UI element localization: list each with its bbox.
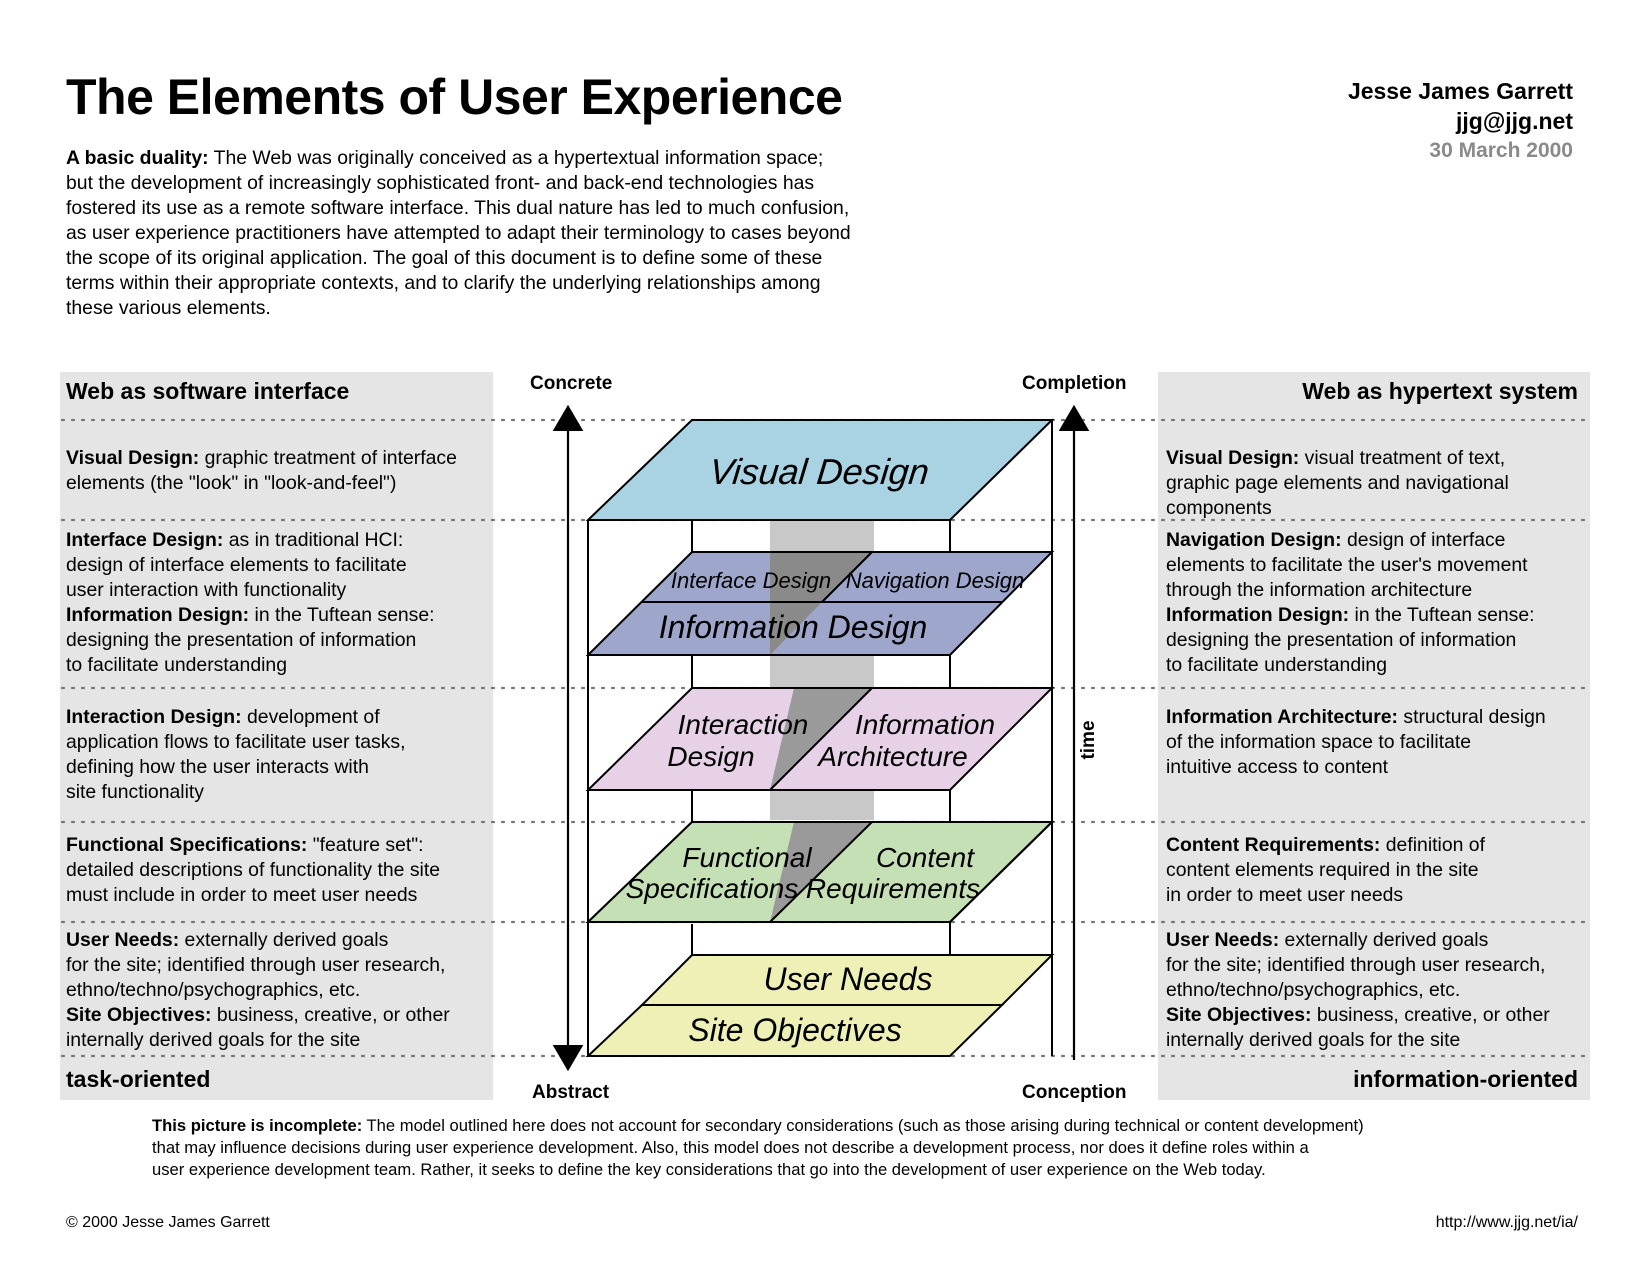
left-block-0: Visual Design: graphic treatment of inte… [66,446,486,496]
right-panel [1158,372,1590,1100]
right-definition: Site Objectives: business, creative, or … [1166,1003,1586,1053]
concrete-label: Concrete [530,373,613,394]
right-block-3: Content Requirements: definition of cont… [1166,833,1586,908]
author-email: jjg@jjg.net [1456,108,1573,134]
label-interface-design: Interface Design [671,568,831,593]
author-name: Jesse James Garrett [1347,78,1573,104]
right-term: Information Architecture: [1166,706,1398,728]
left-description: externally derived goals for the site; i… [66,929,446,1001]
left-term: Site Objectives: [66,1004,212,1026]
surface-plane [585,419,1055,521]
right-description: externally derived goals for the site; i… [1166,929,1546,1001]
label-site-objectives: Site Objectives [688,1012,901,1048]
label-interaction-design-1: Interaction [678,709,809,740]
left-definition: Functional Specifications: "feature set"… [66,833,486,908]
left-definition: User Needs: externally derived goals for… [66,928,486,1003]
left-description: business, creative, or other internally … [66,1004,450,1051]
right-term: Information Design: [1166,604,1350,626]
incomplete-note-lead: This picture is incomplete: [152,1116,363,1135]
incomplete-note-text: The model outlined here does not account… [152,1116,1364,1179]
label-functional-specs-1: Functional [682,842,812,873]
left-definition: Interface Design: as in traditional HCI:… [66,528,486,603]
label-interaction-design-2: Design [667,741,754,772]
page-title: The Elements of User Experience [66,69,843,125]
author-date: 30 March 2000 [1429,139,1573,162]
copyright: © 2000 Jesse James Garrett [66,1214,270,1231]
label-navigation-design: Navigation Design [846,568,1025,593]
left-definition: Visual Design: graphic treatment of inte… [66,446,486,496]
right-panel-footer: information-oriented [1353,1066,1578,1092]
left-definition: Information Design: in the Tuftean sense… [66,603,486,678]
left-term: Visual Design: [66,447,200,469]
site-objectives-plane [585,1004,1005,1057]
right-definition: Information Design: in the Tuftean sense… [1166,603,1586,678]
right-description: in the Tuftean sense: designing the pres… [1166,604,1535,676]
left-description: as in traditional HCI: design of interfa… [66,529,407,601]
label-content-requirements-2: Requirements [806,873,980,904]
right-description: visual treatment of text, graphic page e… [1166,447,1509,519]
label-user-needs: User Needs [764,961,933,997]
conception-label: Conception [1022,1082,1127,1103]
time-label: time [1078,720,1099,759]
left-term: Functional Specifications: [66,834,308,856]
right-block-0: Visual Design: visual treatment of text,… [1166,446,1586,521]
right-term: Site Objectives: [1166,1004,1312,1026]
incomplete-note: This picture is incomplete: The model ou… [152,1115,1552,1181]
label-information-design: Information Design [659,609,928,645]
strategy-plane [585,954,1055,1057]
right-block-1: Navigation Design: design of interface e… [1166,528,1586,678]
left-block-1: Interface Design: as in traditional HCI:… [66,528,486,678]
right-block-4: User Needs: externally derived goals for… [1166,928,1586,1053]
right-description: business, creative, or other internally … [1166,1004,1550,1051]
right-description: design of interface elements to facilita… [1166,529,1528,601]
left-description: in the Tuftean sense: designing the pres… [66,604,435,676]
left-panel-footer: task-oriented [66,1066,211,1092]
right-description: definition of content elements required … [1166,834,1485,906]
left-definition: Site Objectives: business, creative, or … [66,1003,486,1053]
left-block-4: User Needs: externally derived goals for… [66,928,486,1053]
right-panel-heading: Web as hypertext system [1302,378,1578,404]
left-term: Interaction Design: [66,706,242,728]
left-term: User Needs: [66,929,180,951]
structure-plane [585,687,1055,791]
left-block-2: Interaction Design: development of appli… [66,705,486,805]
right-block-2: Information Architecture: structural des… [1166,705,1586,780]
left-term: Interface Design: [66,529,224,551]
intro-paragraph: A basic duality: The Web was originally … [66,146,926,321]
scope-plane [585,821,1055,923]
right-definition: Visual Design: visual treatment of text,… [1166,446,1586,521]
intro-text: The Web was originally conceived as a hy… [66,147,851,319]
abstract-label: Abstract [532,1082,610,1103]
right-definition: Content Requirements: definition of cont… [1166,833,1586,908]
left-term: Information Design: [66,604,250,626]
right-term: Content Requirements: [1166,834,1381,856]
left-block-3: Functional Specifications: "feature set"… [66,833,486,908]
intro-lead: A basic duality: [66,147,209,169]
left-description: "feature set": detailed descriptions of … [66,834,441,906]
right-definition: Navigation Design: design of interface e… [1166,528,1586,603]
right-description: structural design of the information spa… [1166,706,1546,778]
author-block: Jesse James Garrett jjg@jjg.net 30 March… [1348,76,1573,166]
completion-label: Completion [1022,373,1127,394]
right-definition: User Needs: externally derived goals for… [1166,928,1586,1003]
right-term: Visual Design: [1166,447,1300,469]
label-information-architecture-2: Architecture [816,741,967,772]
left-description: development of application flows to faci… [66,706,406,803]
left-panel-heading: Web as software interface [66,378,350,404]
label-information-architecture-1: Information [855,709,995,740]
left-description: graphic treatment of interface elements … [66,447,457,494]
skeleton-plane [585,551,1055,656]
right-definition: Information Architecture: structural des… [1166,705,1586,780]
label-content-requirements-1: Content [876,842,975,873]
right-term: Navigation Design: [1166,529,1342,551]
left-panel [60,372,493,1100]
left-definition: Interaction Design: development of appli… [66,705,486,805]
right-term: User Needs: [1166,929,1280,951]
label-visual-design: Visual Design [707,451,931,492]
label-functional-specs-2: Specifications [626,873,799,904]
site-url[interactable]: http://www.jjg.net/ia/ [1435,1214,1578,1231]
